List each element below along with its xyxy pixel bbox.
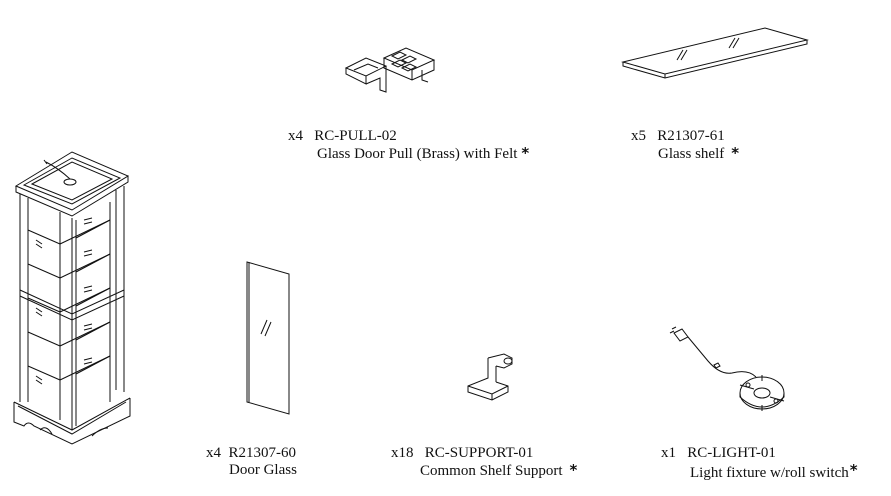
light-caption: x1 RC-LIGHT-01 Light fixture w/roll swit… [661,445,858,482]
pull-code-line: x4 RC-PULL-02 [288,128,529,145]
light-quantity: x1 [661,445,676,461]
shelf-name-line: Glass shelf * [631,145,739,163]
door-part-number: R21307-60 [228,445,297,461]
glass-shelf-drawing [615,24,815,82]
light-name-line: Light fixture w/roll switch* [661,462,858,482]
pull-part-number: RC-PULL-02 [314,128,397,144]
pull-part-name: Glass Door Pull (Brass) with Felt [317,146,518,162]
curio-cabinet-drawing [10,140,135,445]
light-fixture-drawing [668,325,798,417]
support-caption: x18 RC-SUPPORT-01 Common Shelf Support * [391,445,577,480]
door-code-line: x4 R21307-60 [206,445,297,462]
support-quantity: x18 [391,445,414,461]
support-part-name: Common Shelf Support [420,463,563,479]
light-part-number: RC-LIGHT-01 [687,445,776,461]
support-part-number: RC-SUPPORT-01 [424,445,534,461]
shelf-support-drawing [458,350,520,408]
light-asterisk: * [849,461,858,479]
support-code-line: x18 RC-SUPPORT-01 [391,445,577,462]
door-pull-drawing [340,42,440,98]
door-caption: x4 R21307-60 Door Glass [206,445,297,479]
pull-name-line: Glass Door Pull (Brass) with Felt* [288,145,529,163]
door-name-line: Door Glass [206,462,297,479]
shelf-asterisk: * [731,144,740,162]
door-glass-drawing [243,258,295,418]
shelf-quantity: x5 [631,128,646,144]
support-asterisk: * [569,461,578,479]
door-part-name: Door Glass [229,462,297,478]
shelf-code-line: x5 R21307-61 [631,128,739,145]
door-quantity: x4 [206,445,221,461]
light-code-line: x1 RC-LIGHT-01 [661,445,858,462]
light-part-name: Light fixture w/roll switch [690,465,849,481]
shelf-caption: x5 R21307-61 Glass shelf * [631,128,739,163]
pull-quantity: x4 [288,128,303,144]
shelf-part-name: Glass shelf [658,146,725,162]
support-name-line: Common Shelf Support * [391,462,577,480]
shelf-part-number: R21307-61 [657,128,725,144]
pull-asterisk: * [521,144,530,162]
pull-caption: x4 RC-PULL-02 Glass Door Pull (Brass) wi… [288,128,529,163]
